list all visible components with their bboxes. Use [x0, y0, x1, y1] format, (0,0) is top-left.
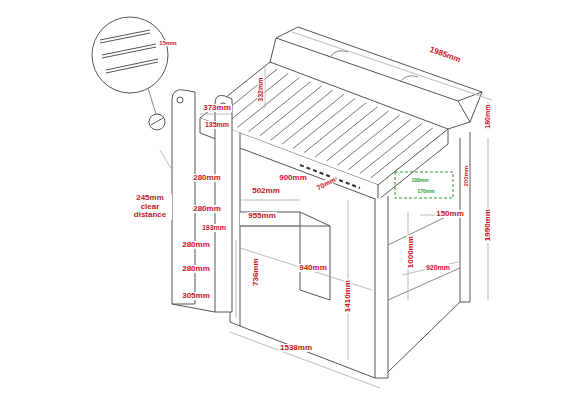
dimension-label: 955mm — [247, 212, 277, 220]
dimension-label: 1985mm — [428, 45, 463, 65]
slat — [326, 111, 388, 161]
dimension-label: 373mm — [202, 104, 232, 112]
dimension-label: 180mm — [484, 104, 491, 130]
dimension-label: 200mm — [463, 165, 469, 188]
dimension-label: 940mm — [298, 264, 328, 272]
slat — [304, 103, 366, 153]
dimension-label: 245mm clear distance — [128, 194, 172, 219]
dimension-label: 150mm — [435, 210, 465, 218]
slat — [237, 78, 299, 128]
slat — [360, 124, 422, 174]
dimension-label: 280mm — [192, 174, 222, 182]
dimension-label: 135mm — [204, 121, 230, 128]
dimension-label: 736mm — [252, 257, 260, 287]
dimension-label: 100mm — [410, 178, 429, 183]
dimension-label: 1410mm — [344, 279, 352, 313]
slat — [226, 73, 288, 123]
dimension-label: 502mm — [251, 187, 281, 195]
slat — [293, 99, 355, 149]
dimension-label: 193mm — [201, 224, 227, 231]
dimension-label: 280mm — [181, 241, 211, 249]
dimension-label: 15mm — [158, 40, 177, 46]
dimension-label: 305mm — [181, 292, 211, 300]
slat — [260, 86, 322, 136]
dimension-label: 1538mm — [279, 344, 313, 352]
dimension-label: 280mm — [192, 205, 222, 213]
dimension-label: 280mm — [181, 265, 211, 273]
dimension-label: 70mm — [314, 176, 337, 193]
slat — [371, 128, 433, 178]
slat — [315, 107, 377, 157]
dimension-label: 920mm — [425, 264, 451, 271]
dimension-label: 332mm — [257, 77, 264, 103]
dimension-label: 1990mm — [484, 208, 492, 242]
dimension-label: 1000mm — [407, 235, 415, 269]
slat — [338, 115, 400, 165]
dimension-label: 900mm — [278, 174, 308, 182]
slat — [271, 90, 333, 140]
dimension-label: 170mm — [416, 189, 435, 194]
slat — [282, 94, 344, 144]
slat — [349, 119, 411, 169]
